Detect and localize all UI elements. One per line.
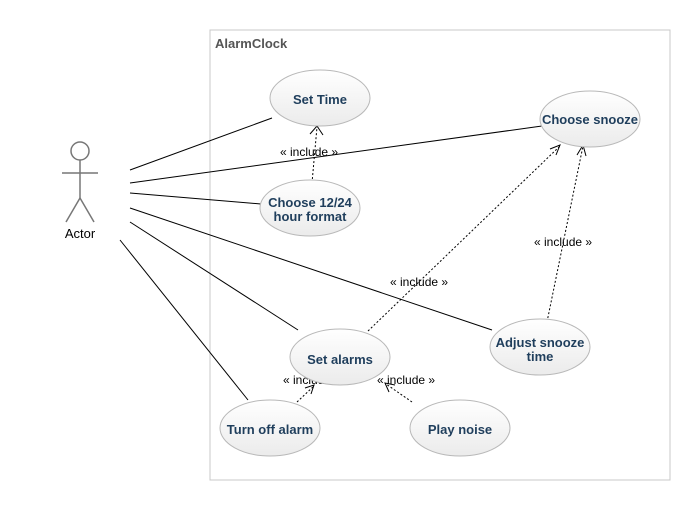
include-format-to-settime bbox=[311, 126, 318, 184]
assoc-adjust-snooze bbox=[129, 207, 493, 331]
use-case-turn-off-alarm[interactable]: Turn off alarm bbox=[219, 399, 321, 457]
use-case-choose-snooze[interactable]: Choose snooze bbox=[539, 90, 641, 148]
assoc-turn-off-alarm bbox=[119, 239, 249, 401]
assoc-set-alarms bbox=[129, 221, 299, 331]
use-case-play-noise[interactable]: Play noise bbox=[409, 399, 511, 457]
use-case-label: hour format bbox=[274, 209, 348, 224]
assoc-choose-snooze bbox=[129, 125, 543, 184]
include-adjust-to-snooze bbox=[546, 145, 584, 323]
include-label: « include » bbox=[534, 235, 592, 249]
actor-left-leg bbox=[65, 197, 81, 223]
use-case-label: Set Time bbox=[293, 92, 347, 107]
include-playnoise-to-setalarms bbox=[385, 383, 413, 403]
use-case-set-alarms[interactable]: Set alarms bbox=[289, 328, 391, 386]
use-case-label: Adjust snooze bbox=[496, 335, 585, 350]
use-case-label: Choose snooze bbox=[542, 112, 638, 127]
assoc-set-time bbox=[129, 117, 273, 171]
use-case-set-time[interactable]: Set Time bbox=[269, 69, 371, 127]
actor-head bbox=[70, 141, 90, 161]
use-case-label: Choose 12/24 bbox=[268, 195, 353, 210]
use-case-label: time bbox=[527, 349, 554, 364]
use-case-label: Set alarms bbox=[307, 352, 373, 367]
use-case-label: Play noise bbox=[428, 422, 492, 437]
actor[interactable]: Actor bbox=[62, 141, 98, 241]
use-case-choose-format[interactable]: Choose 12/24 hour format bbox=[259, 179, 361, 237]
arrowhead-snooze-1 bbox=[549, 144, 561, 156]
include-label: « include » bbox=[377, 373, 435, 387]
use-case-label: Turn off alarm bbox=[227, 422, 313, 437]
arrowhead-setalarms-1 bbox=[304, 384, 315, 395]
assoc-choose-format bbox=[129, 192, 262, 205]
use-case-adjust-snooze[interactable]: Adjust snooze time bbox=[489, 318, 591, 376]
include-setalarms-to-snooze bbox=[367, 145, 561, 332]
system-title: AlarmClock bbox=[215, 36, 288, 51]
actor-right-leg bbox=[79, 197, 95, 223]
associations bbox=[119, 117, 543, 401]
include-label: « include » bbox=[390, 275, 448, 289]
arrowhead-setalarms-2 bbox=[384, 382, 396, 393]
include-label: « include » bbox=[280, 145, 338, 159]
actor-label: Actor bbox=[65, 226, 96, 241]
